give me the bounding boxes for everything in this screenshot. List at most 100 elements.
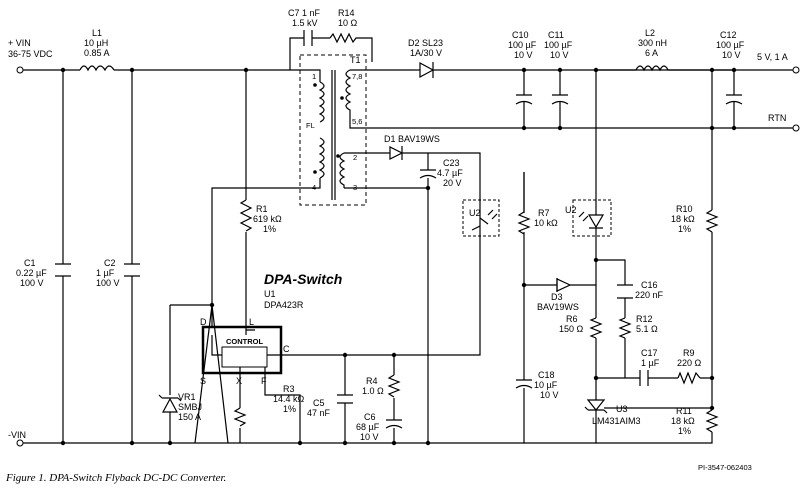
t1-pin-78: 7,8 xyxy=(352,72,362,81)
vin-minus-terminal xyxy=(16,439,24,447)
u2b-ref: U2 xyxy=(565,205,577,215)
r12-resistor xyxy=(618,317,632,339)
c12-rating: 10 V xyxy=(722,50,741,60)
c1-value: 0.22 µF xyxy=(16,268,47,278)
vin-minus-label: -VIN xyxy=(8,430,26,440)
l2-value: 300 nH xyxy=(638,38,667,48)
u1-internal xyxy=(211,335,290,370)
t1-fl: FL xyxy=(306,121,315,130)
l1-rating: 0.85 A xyxy=(84,48,110,58)
c11-rating: 10 V xyxy=(550,50,569,60)
t1-pin-2: 2 xyxy=(353,153,357,162)
r4-ref: R4 xyxy=(366,376,378,386)
l1-value: 10 µH xyxy=(84,38,108,48)
l2-ref: L2 xyxy=(645,28,655,38)
r9-resistor xyxy=(677,371,701,385)
u2a-ref: U2 xyxy=(469,208,481,218)
r1-ref: R1 xyxy=(256,204,268,214)
c12-capacitor xyxy=(725,94,743,105)
rtn-label: RTN xyxy=(768,113,786,123)
c7-capacitor xyxy=(300,30,316,46)
dpa-switch-title: DPA-Switch xyxy=(264,271,342,287)
r11-value: 18 kΩ xyxy=(671,416,695,426)
r10-tol: 1% xyxy=(678,224,691,234)
t1-pin-3: 3 xyxy=(353,183,357,192)
c6-value: 68 µF xyxy=(356,422,380,432)
r4-resistor xyxy=(387,374,401,398)
u2-led-box xyxy=(572,199,612,237)
vin-plus-label: + VIN xyxy=(8,38,31,48)
r10-resistor xyxy=(705,209,719,233)
c11-ref: C11 xyxy=(548,30,564,40)
r11-resistor xyxy=(705,409,719,433)
u1-pin-d: D xyxy=(200,317,207,327)
u1-pin-c: C xyxy=(283,344,290,354)
t1-pin-4: 4 xyxy=(312,183,316,192)
c16-value: 220 nF xyxy=(635,290,664,300)
d3-diode xyxy=(545,278,572,292)
c6-capacitor xyxy=(385,419,403,429)
figure-caption: Figure 1. DPA-Switch Flyback DC-DC Conve… xyxy=(5,472,226,484)
t1-pin-56: 5,6 xyxy=(352,117,362,126)
wires xyxy=(20,37,796,444)
l2-rating: 6 A xyxy=(645,48,658,58)
u1-pin-s: S xyxy=(200,376,206,386)
vin-plus-terminal xyxy=(16,66,24,74)
u1-part: DPA423R xyxy=(264,300,304,310)
r1-resistor xyxy=(239,199,253,232)
r14-value: 10 Ω xyxy=(338,18,358,28)
r12-ref: R12 xyxy=(636,314,653,324)
rtn-terminal xyxy=(792,124,800,132)
c12-value: 100 µF xyxy=(716,40,745,50)
r7-resistor xyxy=(517,172,531,235)
control-label: CONTROL xyxy=(226,337,263,346)
c10-capacitor xyxy=(515,94,533,105)
u3-shunt-regulator xyxy=(584,399,610,420)
r3-ref: R3 xyxy=(283,384,295,394)
u1-control-block xyxy=(221,346,268,368)
c2-value: 1 µF xyxy=(96,268,115,278)
c11-value: 100 µF xyxy=(544,40,573,50)
d1-ref: D1 BAV19WS xyxy=(384,134,440,144)
out-label: 5 V, 1 A xyxy=(757,52,788,62)
r9-value: 220 Ω xyxy=(677,358,702,368)
r4-value: 1.0 Ω xyxy=(362,386,384,396)
c6-rating: 10 V xyxy=(360,432,379,442)
vr1-rating: 150 A xyxy=(178,412,201,422)
l1-ref: L1 xyxy=(92,28,102,38)
c6-ref: C6 xyxy=(364,412,376,422)
r7-value: 10 kΩ xyxy=(534,218,558,228)
c23-capacitor xyxy=(419,153,437,188)
r7-ref: R7 xyxy=(538,208,550,218)
c10-ref: C10 xyxy=(512,30,529,40)
c18-value: 10 µF xyxy=(534,380,558,390)
junctions xyxy=(60,67,737,446)
r6-ref: R6 xyxy=(566,314,578,324)
c5-value: 47 nF xyxy=(307,408,331,418)
r11-ref: R11 xyxy=(676,406,692,416)
r9-ref: R9 xyxy=(683,348,695,358)
c17-value: 1 µF xyxy=(641,358,660,368)
vr1-part: SMBJ xyxy=(178,402,202,412)
c2-ref: C2 xyxy=(104,258,116,268)
r1-value: 619 kΩ xyxy=(253,214,282,224)
u1-ref: U1 xyxy=(264,289,276,299)
t1-transformer-box xyxy=(299,54,367,206)
c23-value: 4.7 µF xyxy=(437,168,463,178)
c1-ref: C1 xyxy=(24,258,36,268)
c18-rating: 10 V xyxy=(540,390,559,400)
c7-rating: 1.5 kV xyxy=(292,18,318,28)
c2-rating: 100 V xyxy=(96,278,120,288)
c5-ref: C5 xyxy=(313,398,325,408)
c12-ref: C12 xyxy=(720,30,737,40)
u3-part: LM431AIM3 xyxy=(592,416,641,426)
u1-pin-f: F xyxy=(261,376,267,386)
vin-range-label: 36-75 VDC xyxy=(8,49,53,59)
c18-ref: C18 xyxy=(538,370,555,380)
t1-transformer xyxy=(318,69,352,200)
d2-ref: D2 SL23 xyxy=(408,38,443,48)
c23-ref: C23 xyxy=(443,158,460,168)
c1-capacitor xyxy=(55,263,71,277)
c2-capacitor xyxy=(124,263,140,277)
